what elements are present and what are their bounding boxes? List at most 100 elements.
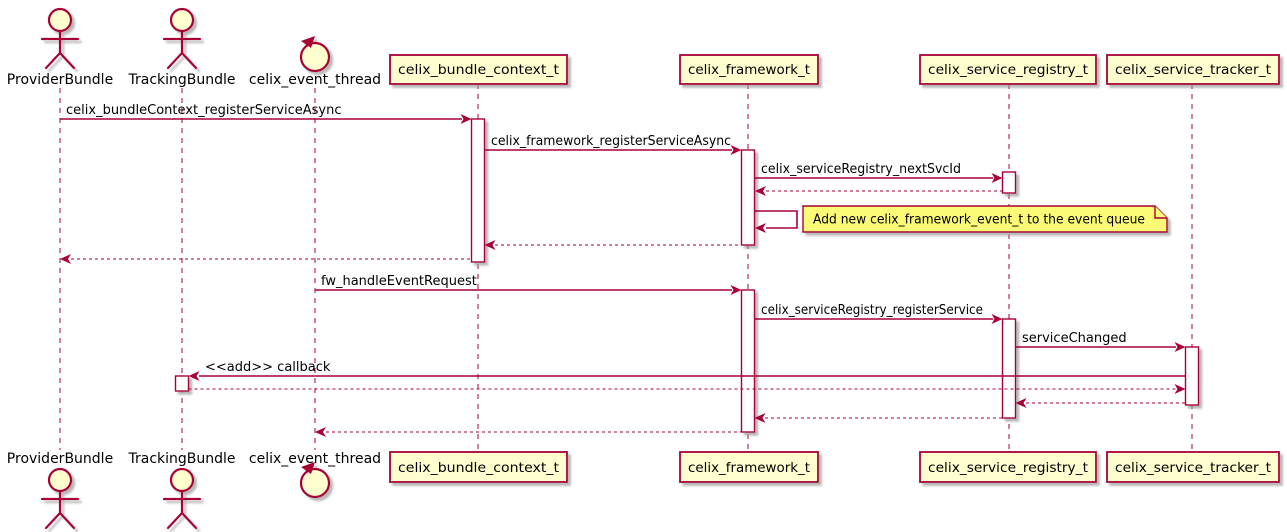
participant-label: celix_framework_t <box>688 62 810 78</box>
control-label: celix_event_thread <box>249 72 381 88</box>
actor-head <box>169 7 195 33</box>
participant-box <box>679 451 819 483</box>
control-arrowhead <box>301 36 315 48</box>
arrowhead-right-icon <box>1174 384 1186 394</box>
self-message-framework <box>754 210 798 233</box>
participant-label: celix_service_registry_t <box>928 62 1088 78</box>
arrowhead-left-icon <box>188 371 200 381</box>
participant-box <box>919 54 1097 85</box>
message-label: celix_serviceRegistry_registerService <box>761 303 983 318</box>
message-fw-handle-event-request: fw_handleEventRequest <box>315 274 742 295</box>
activation-bar-framework-1 <box>740 149 756 246</box>
activation-bar-framework-2 <box>740 289 756 433</box>
participant-label: celix_framework_t <box>688 460 810 476</box>
message-register-service-async-framework: celix_framework_registerServiceAsync <box>484 134 742 155</box>
arrowhead-left-icon <box>755 223 766 233</box>
message-label: celix_serviceRegistry_nextSvcId <box>761 162 961 177</box>
return-tracker-to-registry <box>1015 398 1186 408</box>
control-celix-event-thread-bottom: celix_event_thread <box>249 451 381 499</box>
participant-box-celix-bundle-context-bottom: celix_bundle_context_t <box>389 451 568 483</box>
actor-icon <box>40 7 80 70</box>
actor-leg-left <box>166 51 184 70</box>
actor-icon <box>162 7 202 70</box>
arrowhead-right-icon <box>991 314 1003 324</box>
actor-tracking-bundle-bottom: TrackingBundle <box>127 451 236 530</box>
actor-head <box>47 7 73 33</box>
message-label: fw_handleEventRequest <box>321 274 477 289</box>
return-registry-to-framework-2 <box>754 413 1003 423</box>
participant-box-celix-service-tracker-top: celix_service_tracker_t <box>1106 54 1280 85</box>
actor-icon <box>162 467 202 530</box>
actor-head <box>169 467 195 493</box>
control-circle <box>299 467 331 499</box>
arrowhead-left-icon <box>754 413 766 423</box>
participant-label: celix_bundle_context_t <box>398 62 559 78</box>
participant-box <box>1106 451 1280 483</box>
message-register-service: celix_serviceRegistry_registerService <box>754 303 1003 324</box>
arrowhead-left-icon <box>60 254 71 264</box>
participant-box <box>679 54 819 85</box>
participant-box-celix-framework-top: celix_framework_t <box>679 54 819 85</box>
arrowhead-right-icon <box>460 114 472 124</box>
message-label: celix_framework_registerServiceAsync <box>491 134 731 149</box>
return-registry-to-framework-1 <box>755 186 1003 196</box>
actor-label: ProviderBundle <box>7 451 113 467</box>
actor-label: ProviderBundle <box>7 72 113 88</box>
activation-bar-service-registry-2 <box>1001 318 1017 419</box>
control-icon <box>299 36 331 73</box>
control-circle <box>299 41 331 73</box>
return-framework-to-context <box>484 240 742 250</box>
participant-label: celix_service_registry_t <box>928 460 1088 476</box>
arrowhead-right-icon <box>991 173 1003 183</box>
note-body <box>802 205 1168 233</box>
message-label: serviceChanged <box>1022 331 1127 346</box>
activation-bar-service-registry-1 <box>1001 171 1017 194</box>
arrowhead-right-icon <box>1174 342 1186 352</box>
message-add-callback: <<add>> callback <box>188 360 1186 381</box>
participant-box <box>389 451 568 483</box>
activation-bar-bundle-context <box>470 118 486 263</box>
control-arrowhead <box>301 462 315 474</box>
actor-tracking-bundle-top: TrackingBundle <box>127 7 236 88</box>
message-next-svc-id: celix_serviceRegistry_nextSvcId <box>754 162 1003 183</box>
note-fold-icon <box>1154 206 1167 219</box>
actor-provider-bundle-top: ProviderBundle <box>7 7 113 88</box>
message-label: celix_bundleContext_registerServiceAsync <box>66 103 342 118</box>
participant-box-celix-service-tracker-bottom: celix_service_tracker_t <box>1106 451 1280 483</box>
participant-box-celix-bundle-context-top: celix_bundle_context_t <box>389 54 568 85</box>
note-text: Add new celix_framework_event_t to the e… <box>813 213 1145 228</box>
participant-box <box>389 54 568 85</box>
participant-box-celix-service-registry-top: celix_service_registry_t <box>919 54 1097 85</box>
arrowhead-right-icon <box>730 145 742 155</box>
message-service-changed: serviceChanged <box>1015 331 1186 352</box>
control-celix-event-thread-top: celix_event_thread <box>249 36 381 88</box>
arrowhead-left-icon <box>1015 398 1027 408</box>
message-label: <<add>> callback <box>205 360 331 375</box>
arrowhead-right-icon <box>730 285 742 295</box>
return-framework-to-event-thread <box>315 427 742 437</box>
actor-icon <box>40 467 80 530</box>
actor-leg-right <box>180 511 198 530</box>
actor-leg-right <box>58 511 76 530</box>
arrowhead-left-icon <box>484 240 496 250</box>
activation-bar-tracking-bundle <box>174 375 190 392</box>
return-context-to-provider <box>60 254 472 264</box>
self-message-line <box>754 210 798 229</box>
actor-label: TrackingBundle <box>127 72 235 88</box>
activation-bar-service-tracker <box>1184 346 1200 406</box>
note-event-queue: Add new celix_framework_event_t to the e… <box>802 205 1168 233</box>
actor-label: TrackingBundle <box>127 451 235 467</box>
note-shape <box>802 205 1168 233</box>
participant-label: celix_service_tracker_t <box>1115 62 1271 78</box>
actor-leg-right <box>180 51 198 70</box>
control-label: celix_event_thread <box>249 451 381 467</box>
actor-leg-right <box>58 51 76 70</box>
participant-label: celix_service_tracker_t <box>1115 460 1271 476</box>
actor-head <box>47 467 73 493</box>
message-register-service-async-context: celix_bundleContext_registerServiceAsync <box>60 103 472 124</box>
participant-box-celix-framework-bottom: celix_framework_t <box>679 451 819 483</box>
participant-box <box>919 451 1097 483</box>
arrowhead-left-icon <box>755 186 766 196</box>
